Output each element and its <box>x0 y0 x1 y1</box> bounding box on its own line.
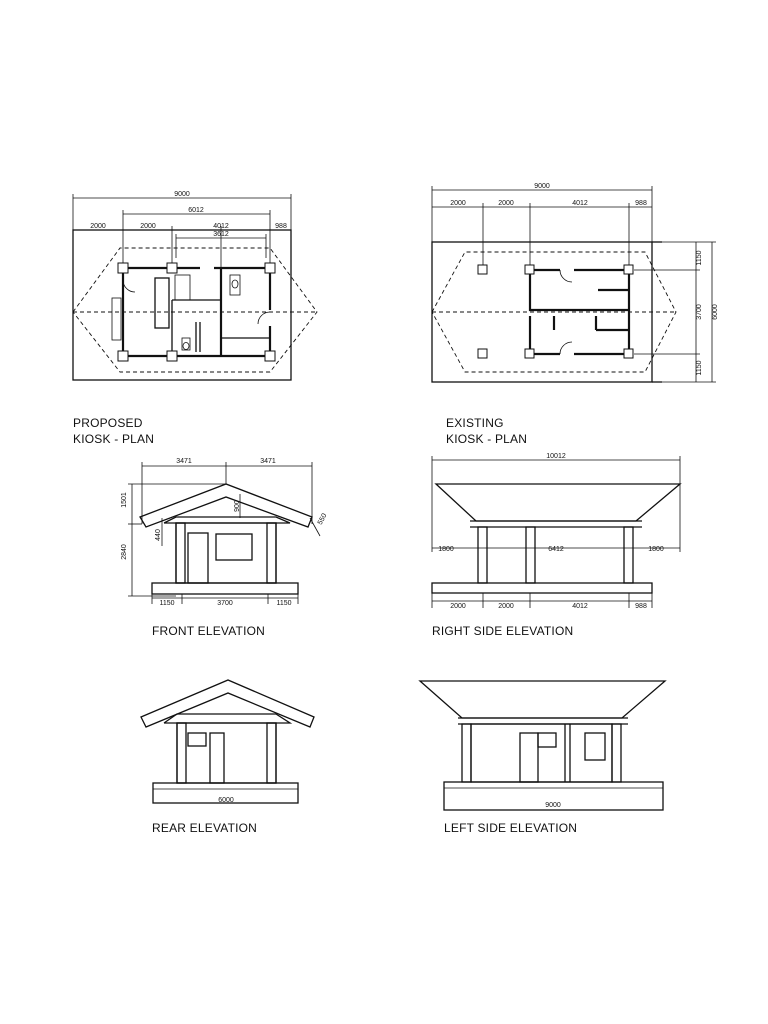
front-elevation-title: FRONT ELEVATION <box>152 624 265 638</box>
dim-base-d: 988 <box>635 603 647 610</box>
dim-base-left: 1150 <box>159 600 174 607</box>
dim-seg-c: 4012 <box>572 200 588 207</box>
dim-seg-a: 2000 <box>90 223 106 230</box>
dim-height: 2840 <box>121 544 128 560</box>
dim-sub1: 4012 <box>213 223 229 230</box>
left-side-elevation-drawing: 9000 <box>418 680 667 811</box>
dim-half-left: 3471 <box>176 458 192 465</box>
dim-base-b: 2000 <box>498 603 514 610</box>
dim-seg-c: 988 <box>275 223 287 230</box>
proposed-title-line1: PROPOSED <box>73 416 143 430</box>
dim-seg-a: 2000 <box>450 200 466 207</box>
dim-base-mid: 3700 <box>217 600 233 607</box>
dim-over-right: 1800 <box>648 546 664 553</box>
rear-elevation-drawing: 6000 <box>140 679 315 804</box>
dim-side-top: 1150 <box>696 250 703 265</box>
dim-overall: 9000 <box>534 183 550 190</box>
existing-title-line1: EXISTING <box>446 416 504 430</box>
dim-overall: 10012 <box>546 453 566 460</box>
dim-eave: 440 <box>155 529 162 541</box>
dim-side-total: 6000 <box>712 304 719 320</box>
dim-overall: 9000 <box>174 191 190 198</box>
dim-seg-d: 988 <box>635 200 647 207</box>
dim-roof-rise: 1501 <box>121 492 128 508</box>
left-side-elevation-title: LEFT SIDE ELEVATION <box>444 821 577 835</box>
existing-plan-drawing: 9000 2000 2000 4012 988 1150 3700 6000 1… <box>431 183 719 383</box>
dim-base-a: 2000 <box>450 603 466 610</box>
proposed-plan-drawing: 9000 6012 2000 2000 4012 988 3612 <box>72 191 318 381</box>
dim-base: 9000 <box>545 802 561 809</box>
existing-title-line2: KIOSK - PLAN <box>446 432 527 446</box>
right-side-elevation-drawing: 10012 1800 6412 1800 2000 2000 4012 988 <box>431 453 682 610</box>
right-side-elevation-title: RIGHT SIDE ELEVATION <box>432 624 573 638</box>
dim-ridge: 900 <box>234 500 241 512</box>
dim-span: 6412 <box>548 546 564 553</box>
front-elevation-drawing: 3471 3471 1501 2840 440 900 550 1150 370… <box>121 458 329 607</box>
proposed-title-line2: KIOSK - PLAN <box>73 432 154 446</box>
dim-inner: 6012 <box>188 207 204 214</box>
dim-base: 6000 <box>218 797 234 804</box>
dim-overhang: 550 <box>317 512 329 526</box>
dim-side-mid: 3700 <box>696 304 703 320</box>
dim-seg-b: 2000 <box>140 223 156 230</box>
dim-over-left: 1800 <box>438 546 454 553</box>
dim-side-bot: 1150 <box>696 360 703 375</box>
dim-sub2: 3612 <box>213 231 229 238</box>
dim-base-c: 4012 <box>572 603 588 610</box>
dim-base-right: 1150 <box>276 600 291 607</box>
dim-half-right: 3471 <box>260 458 276 465</box>
rear-elevation-title: REAR ELEVATION <box>152 821 257 835</box>
dim-seg-b: 2000 <box>498 200 514 207</box>
